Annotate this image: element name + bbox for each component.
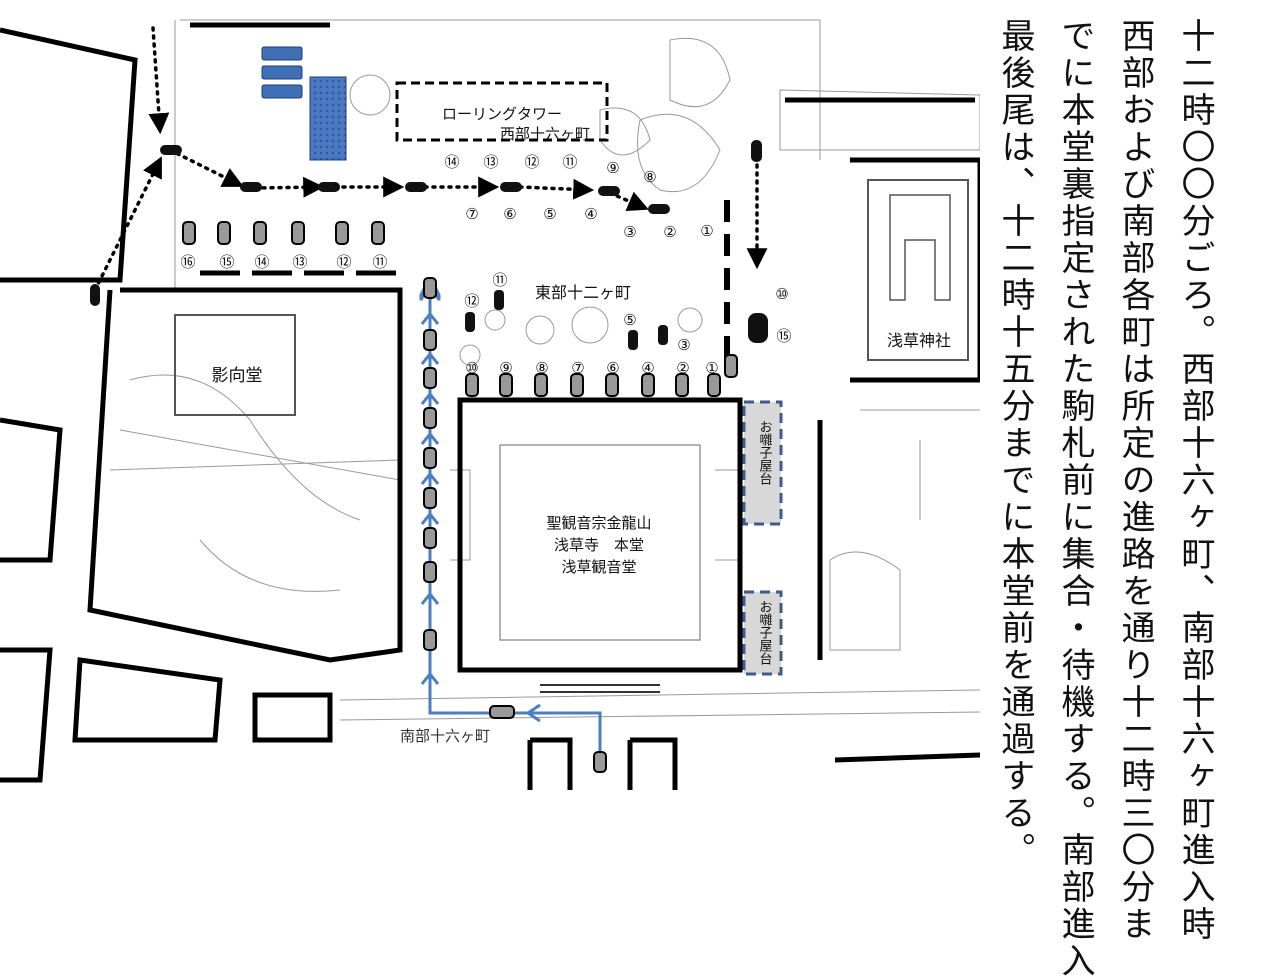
svg-text:④: ④ [584, 205, 597, 223]
south-route [422, 277, 607, 773]
svg-text:④: ④ [641, 359, 654, 377]
hondo-line-1: 聖観音宗金龍山 [546, 514, 651, 532]
blue-blocks [261, 46, 347, 161]
svg-text:⑫: ⑫ [336, 253, 351, 271]
svg-text:①: ① [705, 359, 718, 377]
east-float-row [465, 354, 738, 397]
rolling-tower-box [395, 81, 609, 142]
svg-text:①: ① [700, 222, 713, 240]
eikodo-label: 影向堂 [212, 366, 263, 386]
svg-text:⑦: ⑦ [571, 359, 584, 377]
svg-text:⑩: ⑩ [775, 285, 788, 303]
text-line-1: 十二時〇〇分ごろ。西部十六ヶ町、南部十六ヶ町進入時 [1175, 18, 1215, 943]
svg-text:⑩: ⑩ [465, 359, 478, 377]
float-markers [90, 140, 768, 350]
svg-text:⑪: ⑪ [562, 153, 577, 171]
svg-text:③: ③ [623, 223, 636, 241]
hondo-line-3: 浅草観音堂 [561, 558, 636, 576]
circled-numbers: ⑭ ⑬ ⑫ ⑪ ⑨ ⑧ ⑦ ⑥ ⑤ ④ ③ ② ① ⑯ ⑮ ⑭ ⑬ ⑫ ⑪ ⑪ … [180, 153, 791, 377]
west-route [93, 26, 768, 292]
text-line-4: 最後尾は、十二時十五分までに本堂前を通過する。 [995, 18, 1035, 869]
svg-text:⑯: ⑯ [180, 253, 195, 271]
svg-text:⑬: ⑬ [483, 153, 498, 171]
base-map-lines [109, 19, 980, 721]
rolling-tower-label: ローリングタワー [442, 105, 562, 123]
svg-text:⑪: ⑪ [372, 253, 387, 271]
svg-text:②: ② [676, 359, 689, 377]
svg-text:⑬: ⑬ [292, 253, 307, 271]
east12-label: 東部十二ヶ町 [535, 283, 631, 302]
svg-text:⑥: ⑥ [503, 205, 516, 223]
svg-text:⑥: ⑥ [606, 359, 619, 377]
block-outlines [0, 22, 980, 790]
hondo-line-2: 浅草寺 本堂 [554, 536, 644, 554]
hondo-inner [499, 444, 701, 641]
hayashi-label-2: お囃子屋台 [757, 600, 773, 665]
shrine-building [867, 179, 969, 361]
svg-text:②: ② [663, 223, 676, 241]
west-float-row [182, 221, 400, 276]
svg-text:⑫: ⑫ [464, 292, 479, 310]
text-line-3: でに本堂裏指定された駒札前に集合・待機する。南部進入 [1055, 18, 1095, 980]
svg-text:⑭: ⑭ [444, 153, 459, 171]
svg-text:⑤: ⑤ [623, 311, 636, 329]
eikodo-building [174, 314, 296, 416]
svg-text:⑤: ⑤ [543, 205, 556, 223]
south16-label: 南部十六ヶ町 [400, 727, 490, 745]
hayashi-label-1: お囃子屋台 [757, 420, 773, 485]
svg-text:⑪: ⑪ [492, 271, 507, 289]
svg-text:⑮: ⑮ [219, 253, 234, 271]
asakusa-map: ローリングタワー 西部十六ヶ町 東部十二ヶ町 影向堂 浅草神社 聖観音宗金龍山 … [0, 19, 980, 790]
svg-text:⑮: ⑮ [776, 327, 791, 345]
west16-label: 西部十六ヶ町 [500, 125, 590, 143]
map-svg: ローリングタワー 西部十六ヶ町 東部十二ヶ町 影向堂 浅草神社 聖観音宗金龍山 … [0, 19, 980, 790]
text-line-2: 西部および南部各町は所定の進路を通り十二時三〇分ま [1115, 18, 1155, 943]
hayashi-boxes [742, 400, 783, 676]
svg-text:③: ③ [677, 336, 690, 354]
svg-text:⑨: ⑨ [606, 159, 619, 177]
asakusa-shrine-label: 浅草神社 [887, 331, 951, 350]
svg-text:⑧: ⑧ [643, 168, 656, 186]
svg-text:⑭: ⑭ [254, 253, 269, 271]
svg-text:⑫: ⑫ [524, 153, 539, 171]
svg-text:⑦: ⑦ [465, 205, 478, 223]
svg-text:⑨: ⑨ [499, 359, 512, 377]
svg-text:⑧: ⑧ [535, 359, 548, 377]
